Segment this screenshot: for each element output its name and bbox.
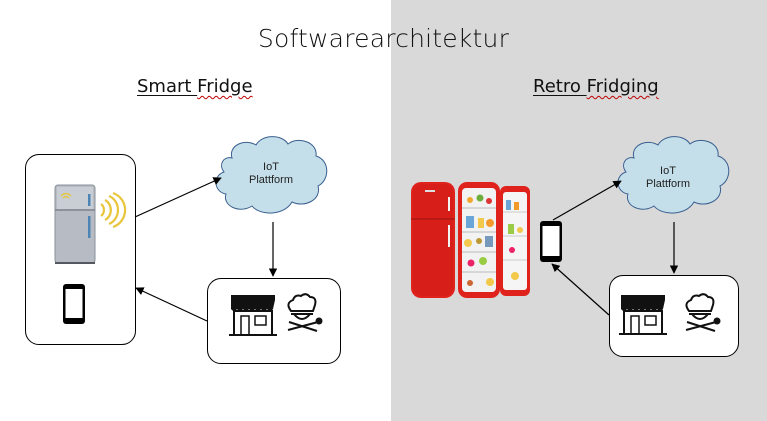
retro-fridge-closed-icon: [411, 182, 455, 298]
left-heading: Smart Fridge: [137, 76, 253, 97]
left-smartphone-icon: [63, 284, 85, 324]
right-cloud-label: IoT Plattform: [633, 165, 703, 191]
arrow-services-to-phone: [551, 263, 610, 316]
arrow-services-to-device: [135, 287, 208, 322]
wifi-signal-icon: [100, 191, 127, 229]
arrow-phone-to-cloud: [552, 180, 622, 221]
page-title: Softwarearchitektur: [257, 24, 510, 53]
left-store-icon: [229, 295, 277, 336]
arrow-fridge-to-cloud: [134, 177, 222, 218]
right-smartphone-icon: [540, 221, 562, 262]
left-heading-word1: Smart: [137, 76, 198, 97]
right-heading-word2: Fridging: [586, 76, 659, 97]
left-cloud-line1: IoT: [263, 161, 279, 173]
right-cloud-line1: IoT: [660, 165, 676, 177]
right-heading: Retro Fridging: [533, 76, 659, 97]
left-cloud-label: IoT Plattform: [236, 161, 306, 187]
right-chef-icon: [685, 293, 721, 332]
smart-fridge-icon: [54, 184, 96, 264]
left-cloud-line2: Plattform: [248, 174, 293, 186]
left-chef-icon: [287, 293, 323, 332]
left-heading-word2: Fridge: [197, 76, 253, 97]
right-heading-word1: Retro: [533, 76, 587, 97]
retro-fridge-open-icon: [458, 182, 530, 298]
right-cloud-line2: Plattform: [645, 178, 690, 190]
right-store-icon: [619, 295, 667, 335]
